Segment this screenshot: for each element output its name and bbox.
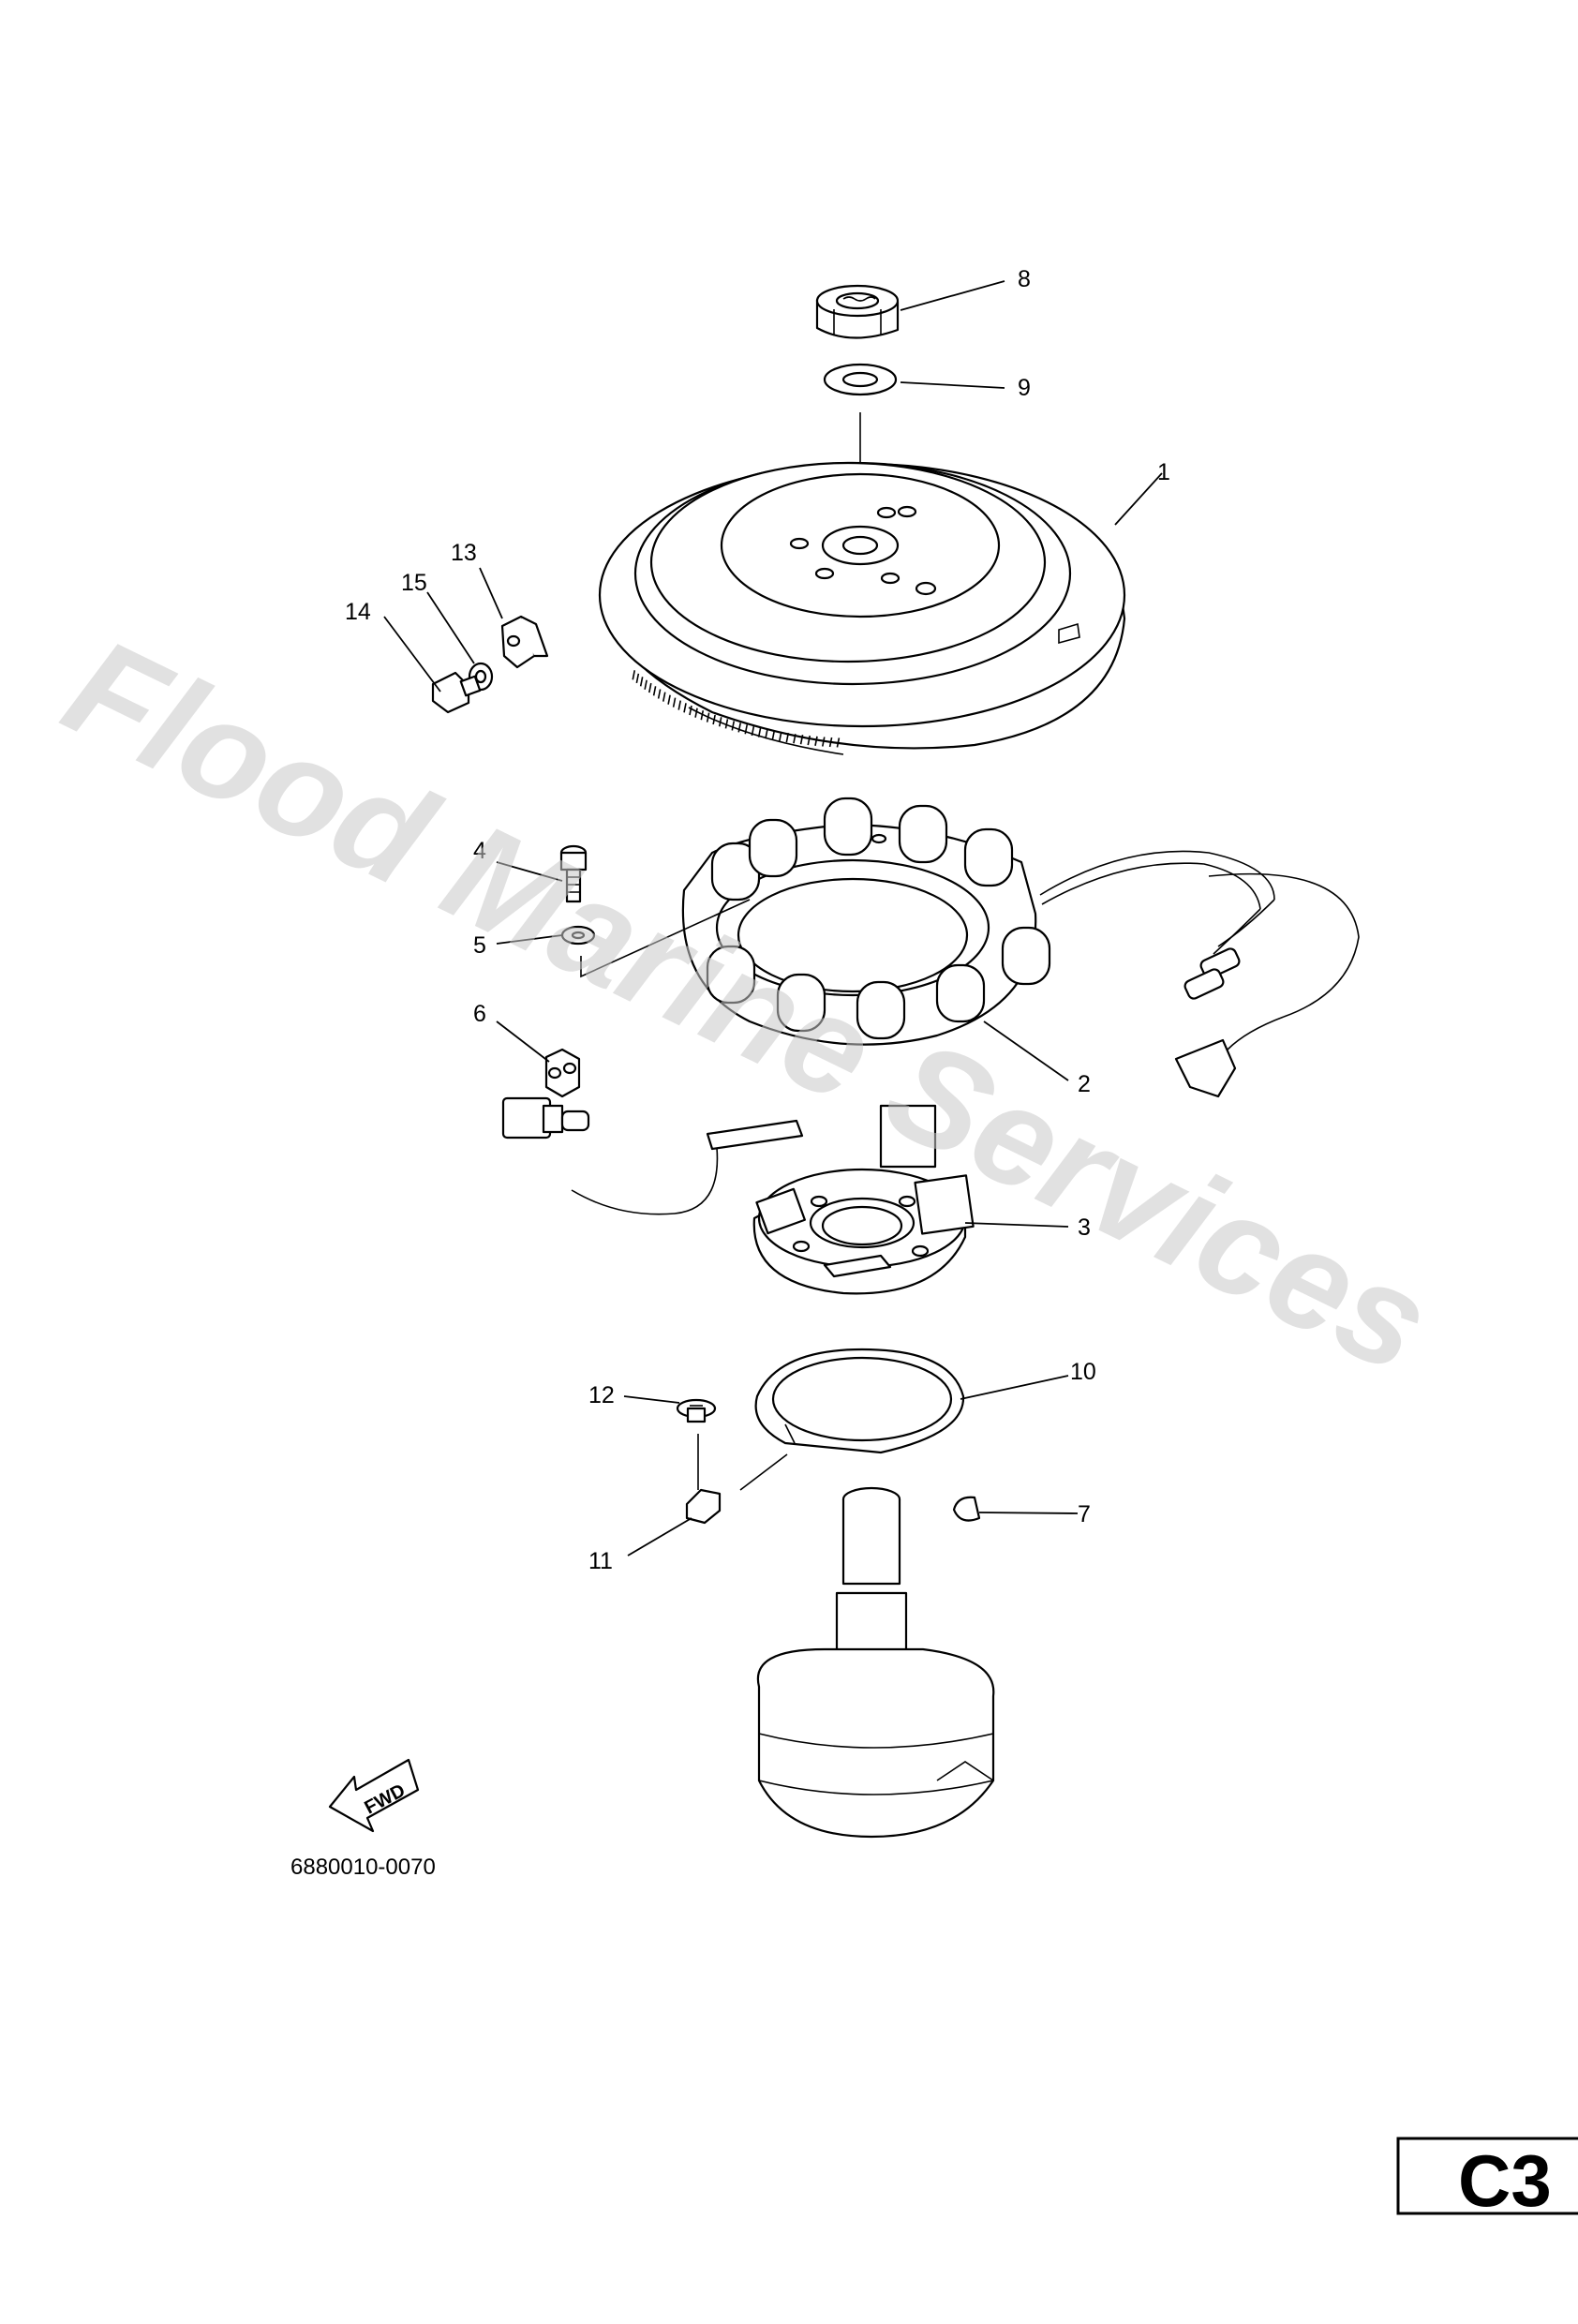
gear-tooth xyxy=(657,689,662,699)
clamp-guide-line xyxy=(739,1453,788,1491)
gear-tooth xyxy=(731,721,736,731)
bolt-icon[interactable] xyxy=(431,671,482,714)
gear-tooth xyxy=(700,710,705,721)
woodruff-key-icon[interactable] xyxy=(952,1496,981,1522)
gear-tooth xyxy=(689,705,692,716)
callout-13: 13 xyxy=(451,540,477,566)
callout-15: 15 xyxy=(401,570,427,596)
gear-tooth xyxy=(718,717,722,727)
bolt-guide-line xyxy=(580,899,751,978)
gear-tooth xyxy=(694,708,698,718)
callout-3: 3 xyxy=(1078,1214,1091,1241)
gear-tooth xyxy=(785,732,790,743)
gear-tooth xyxy=(635,673,640,684)
gear-tooth xyxy=(712,714,716,725)
gear-tooth xyxy=(677,700,682,710)
gear-tooth xyxy=(757,727,762,737)
callout-5: 5 xyxy=(473,932,486,959)
callout-2: 2 xyxy=(1078,1071,1091,1097)
screw-icon[interactable] xyxy=(676,1398,717,1423)
callout-11: 11 xyxy=(588,1548,613,1574)
page-code: C3 xyxy=(1458,2139,1552,2222)
gear-tooth xyxy=(706,712,710,723)
clamp-icon[interactable] xyxy=(500,615,549,669)
gear-tooth xyxy=(779,731,782,742)
washer-icon[interactable] xyxy=(823,363,898,396)
gear-tooth xyxy=(836,737,841,748)
callout-8: 8 xyxy=(1018,266,1031,292)
pulser-coil-icon[interactable] xyxy=(501,1096,975,1295)
gear-tooth xyxy=(648,682,652,693)
callout-9: 9 xyxy=(1018,375,1031,401)
gear-tooth xyxy=(737,723,742,733)
crankshaft-icon xyxy=(756,1486,995,1839)
callout-leader-lines xyxy=(383,280,1163,1557)
diagram-number: 6880010-0070 xyxy=(290,1855,436,1880)
callout-4: 4 xyxy=(473,838,486,864)
gear-tooth xyxy=(771,730,776,740)
callout-6: 6 xyxy=(473,1001,486,1027)
fwd-arrow-icon: FWD xyxy=(328,1758,420,1833)
gear-tooth xyxy=(662,692,666,702)
gear-tooth xyxy=(672,697,677,708)
gear-tooth xyxy=(683,703,687,713)
ring-icon[interactable] xyxy=(754,1348,965,1454)
gear-tooth xyxy=(814,736,818,746)
gear-tooth xyxy=(667,694,671,705)
callout-14: 14 xyxy=(345,599,371,625)
page-code-box: C3 xyxy=(1396,2137,1578,2222)
clamp-icon[interactable] xyxy=(544,1048,581,1098)
ring-gear-teeth xyxy=(632,670,841,748)
watermark: Flood Marine Services xyxy=(43,607,1453,1403)
gear-tooth xyxy=(821,737,826,747)
callout-1: 1 xyxy=(1157,459,1170,485)
gear-tooth xyxy=(807,735,811,746)
callout-labels: 8 9 1 2 3 4 5 6 7 10 11 12 13 14 15 xyxy=(345,266,1170,1574)
nut-icon[interactable] xyxy=(815,284,900,339)
gear-tooth xyxy=(639,677,644,687)
gear-tooth xyxy=(765,729,768,739)
stator-coil-icon[interactable] xyxy=(681,797,1360,1098)
gear-tooth xyxy=(652,686,657,696)
gear-tooth xyxy=(644,679,648,690)
washer-icon[interactable] xyxy=(560,925,596,946)
gear-tooth xyxy=(799,735,804,745)
gear-tooth xyxy=(632,670,636,680)
callout-7: 7 xyxy=(1078,1501,1091,1527)
callout-10: 10 xyxy=(1070,1359,1096,1385)
gear-tooth xyxy=(724,719,729,729)
gear-tooth xyxy=(751,725,755,737)
bolt-icon[interactable] xyxy=(559,844,588,903)
flywheel-icon[interactable] xyxy=(598,461,1126,755)
gear-tooth xyxy=(828,737,833,748)
clamp-icon[interactable] xyxy=(685,1488,722,1525)
gear-tooth xyxy=(793,734,796,744)
gear-tooth xyxy=(744,724,749,735)
callout-12: 12 xyxy=(588,1382,615,1408)
